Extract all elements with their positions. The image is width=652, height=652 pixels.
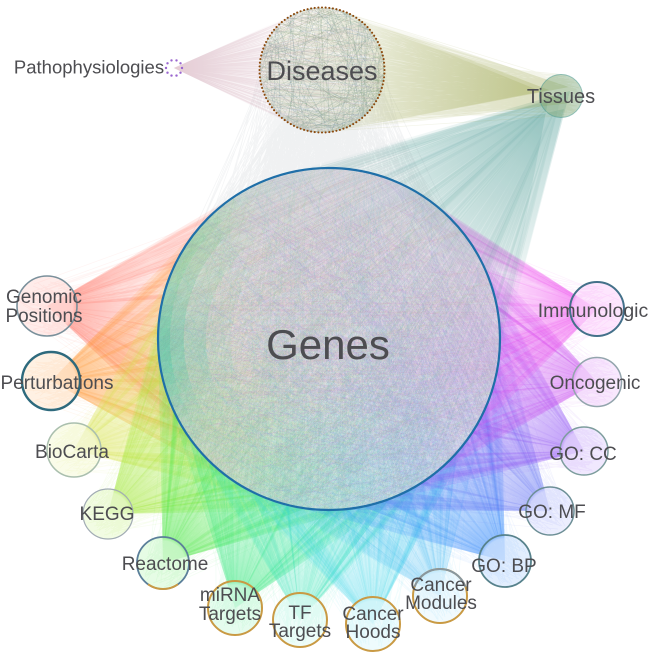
svg-text:Diseases: Diseases (266, 56, 377, 86)
svg-text:Targets: Targets (269, 621, 331, 642)
svg-text:Hoods: Hoods (346, 622, 401, 643)
svg-text:Pathophysiologies: Pathophysiologies (14, 57, 164, 78)
svg-text:GO: MF: GO: MF (518, 502, 586, 523)
svg-text:miRNA: miRNA (200, 585, 260, 606)
svg-text:TF: TF (288, 603, 311, 624)
svg-text:Genes: Genes (266, 321, 390, 368)
svg-text:Tissues: Tissues (527, 86, 595, 108)
svg-text:KEGG: KEGG (80, 504, 135, 525)
svg-text:Oncogenic: Oncogenic (550, 373, 641, 394)
svg-text:Perturbations: Perturbations (0, 373, 113, 394)
svg-text:Genomic: Genomic (6, 287, 82, 308)
svg-text:Targets: Targets (199, 604, 261, 625)
svg-text:Reactome: Reactome (122, 554, 209, 575)
svg-text:GO: CC: GO: CC (549, 444, 617, 465)
svg-text:BioCarta: BioCarta (35, 442, 109, 463)
svg-text:GO: BP: GO: BP (471, 556, 536, 577)
svg-text:Modules: Modules (405, 593, 477, 614)
svg-text:Cancer: Cancer (410, 575, 472, 596)
svg-text:Cancer: Cancer (342, 604, 404, 625)
svg-text:Immunologic: Immunologic (538, 300, 649, 322)
svg-text:Positions: Positions (5, 306, 82, 327)
